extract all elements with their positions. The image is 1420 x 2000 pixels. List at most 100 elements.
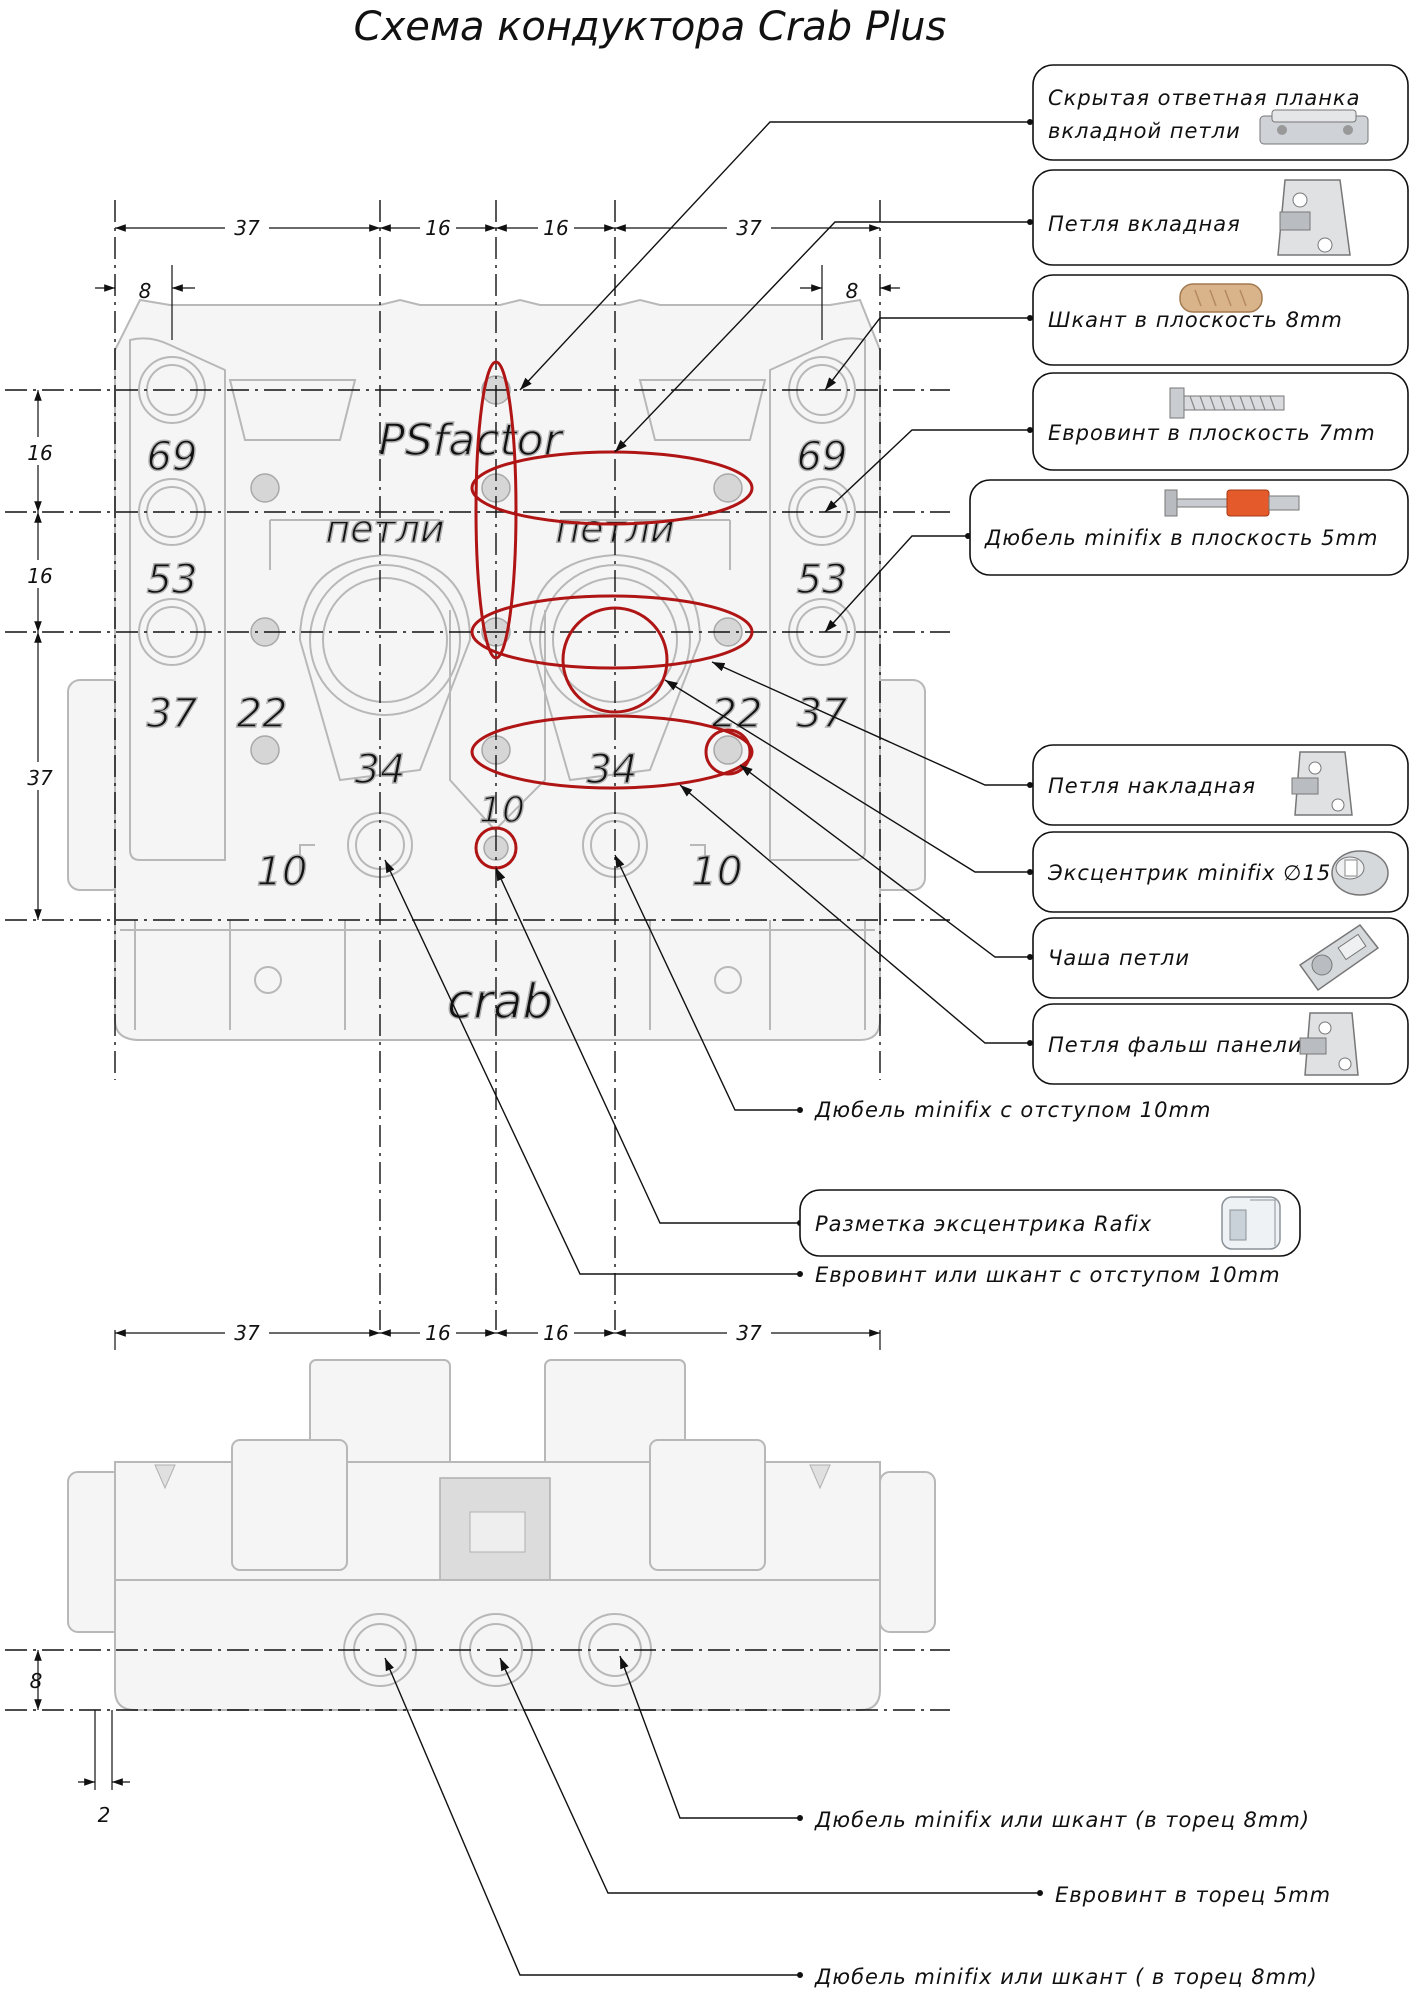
left-cup-bore-inner (322, 577, 448, 703)
cam-lock-icon (1331, 850, 1389, 896)
svg-text:Скрытая ответная планка: Скрытая ответная планка (1048, 86, 1361, 110)
dim-bottom-37-left: 37 (234, 1321, 260, 1345)
top-leader-lines (384, 119, 1033, 1277)
emboss-num-10-center: 10 (479, 790, 525, 831)
hinge-bracket-lines (269, 519, 731, 570)
callout-dowel-face: Шкант в плоскость 8mm (1032, 274, 1409, 366)
emboss-brand-bottom: crab (447, 974, 553, 1030)
euroscrew-icon (1169, 387, 1285, 419)
emboss-num-22-left: 22 (237, 691, 288, 737)
svg-text:Разметка эксцентрика Rafix: Разметка эксцентрика Rafix (815, 1212, 1152, 1236)
left-embossed-panel (228, 379, 357, 441)
bottom-dimension-chain: 37 16 16 37 (114, 1317, 881, 1350)
highlight-cup-bore (561, 606, 669, 714)
dim-bottom-16-left: 16 (425, 1321, 450, 1345)
right-slot-rail (769, 337, 866, 861)
highlight-cam-pin (704, 728, 752, 776)
emboss-num-34-right: 34 (587, 747, 638, 793)
front-vertical-dimensions: 8 2 (30, 1650, 130, 1827)
emboss-num-10-right: 10 (692, 849, 743, 895)
front-view-centerlines (5, 1649, 950, 1711)
label-edge-center: Евровинт в торец 5mm (1055, 1883, 1331, 1907)
dim-top-37-left: 37 (234, 216, 260, 240)
emboss-num-37-right: 37 (797, 691, 848, 737)
left-dimension-chain: 16 16 37 (22, 390, 56, 920)
dim-bottom-37-right: 37 (736, 1321, 762, 1345)
right-cup-surround (528, 553, 702, 782)
top-view-jig: PSfactor петли петли crab 69 69 53 53 37… (67, 298, 926, 1041)
front-right-block (649, 1439, 766, 1571)
right-embossed-panel (638, 379, 767, 441)
callout-false-panel: Петля фальш панели (1032, 1003, 1409, 1085)
svg-text:Эксцентрик minifix ∅15: Эксцентрик minifix ∅15 (1047, 861, 1331, 885)
emboss-hinges-left: петли (325, 507, 444, 551)
dim-offset-right: 8 (846, 279, 859, 303)
left-slot-rail (129, 337, 226, 861)
red-highlights (470, 360, 754, 870)
callout-hidden-plate: Скрытая ответная планка вкладной петли (1032, 64, 1409, 161)
dim-top-37-right: 37 (736, 216, 762, 240)
center-channel (449, 610, 546, 832)
svg-text:Петля вкладная: Петля вкладная (1048, 212, 1241, 236)
emboss-brand-top: PSfactor (378, 415, 564, 466)
highlight-low-pins (470, 714, 754, 790)
svg-text:вкладной петли: вкладной петли (1048, 119, 1241, 143)
dim-bottom-16-right: 16 (543, 1321, 568, 1345)
front-wedges (154, 1464, 831, 1490)
inset-hinge-icon (1277, 179, 1351, 256)
front-leader-lines (384, 1655, 1043, 1978)
left-cup-surround (298, 553, 472, 782)
emboss-num-53-left: 53 (147, 557, 198, 603)
rafix-connector-icon (1221, 1196, 1281, 1250)
dim-top-16-right: 16 (543, 216, 568, 240)
callout-overlay-hinge: Петля накладная (1032, 744, 1409, 826)
dim-front-8: 8 (30, 1669, 43, 1693)
left-cup-bore-outer (309, 564, 461, 716)
svg-text:Петля фальш панели: Петля фальш панели (1048, 1033, 1303, 1057)
callout-inset-hinge: Петля вкладная (1032, 169, 1409, 266)
highlight-mid-pins (470, 594, 754, 670)
emboss-num-53-right: 53 (797, 557, 848, 603)
dim-top-16-left: 16 (425, 216, 450, 240)
emboss-num-69-left: 69 (147, 434, 198, 480)
callout-cup: Чаша петли (1032, 917, 1409, 999)
minifix-bolt-icon (1164, 489, 1300, 517)
jig-body-outline (114, 298, 881, 1041)
callout-rafix: Разметка эксцентрика Rafix (799, 1189, 1301, 1257)
svg-text:Петля накладная: Петля накладная (1048, 774, 1256, 798)
callout-euroscrew-face: Евровинт в плоскость 7mm (1032, 372, 1409, 471)
label-edge-right: Дюбель minifix или шкант (в торец 8mm) (814, 1808, 1310, 1832)
front-left-block (231, 1439, 348, 1571)
callout-cam: Эксцентрик minifix ∅15 (1032, 831, 1409, 913)
front-view-jig (67, 1359, 936, 1711)
dim-offset-left: 8 (139, 279, 152, 303)
emboss-num-69-right: 69 (797, 434, 848, 480)
label-edge-left: Дюбель minifix или шкант ( в торец 8mm) (814, 1965, 1318, 1989)
front-center-pin (469, 1511, 526, 1553)
front-right-tab (879, 1471, 936, 1633)
dim-left-16-mid: 16 (27, 564, 52, 588)
dim-left-37: 37 (27, 766, 53, 790)
hinge-cup-icon (1298, 923, 1380, 992)
emboss-num-10-left: 10 (257, 849, 308, 895)
wood-dowel-icon (1179, 283, 1263, 313)
svg-text:Чаша петли: Чаша петли (1048, 946, 1190, 970)
overlay-hinge-icon (1291, 751, 1353, 816)
callout-minifix-face: Дюбель minifix в плоскость 5mm (969, 479, 1409, 576)
front-lower-block (114, 1579, 881, 1711)
lower-ribs (134, 920, 866, 1030)
highlight-vertical-pins (474, 360, 518, 660)
highlight-top-pins (470, 450, 754, 526)
top-view-centerlines (5, 200, 950, 1330)
offset-brackets (299, 844, 706, 880)
mounting-plate-icon (1259, 109, 1369, 145)
label-euroscrew-offset: Евровинт или шкант с отступом 10mm (815, 1263, 1281, 1287)
top-dimension-chain: 37 16 16 37 8 8 (95, 212, 900, 340)
dim-left-16-top: 16 (27, 441, 52, 465)
diagram-title: Схема кондуктора Crab Plus (354, 4, 947, 50)
false-panel-hinge-icon (1299, 1012, 1359, 1076)
dim-front-2: 2 (98, 1803, 111, 1827)
emboss-num-37-left: 37 (147, 691, 198, 737)
svg-text:Дюбель minifix в плоскость 5mm: Дюбель minifix в плоскость 5mm (984, 526, 1378, 550)
